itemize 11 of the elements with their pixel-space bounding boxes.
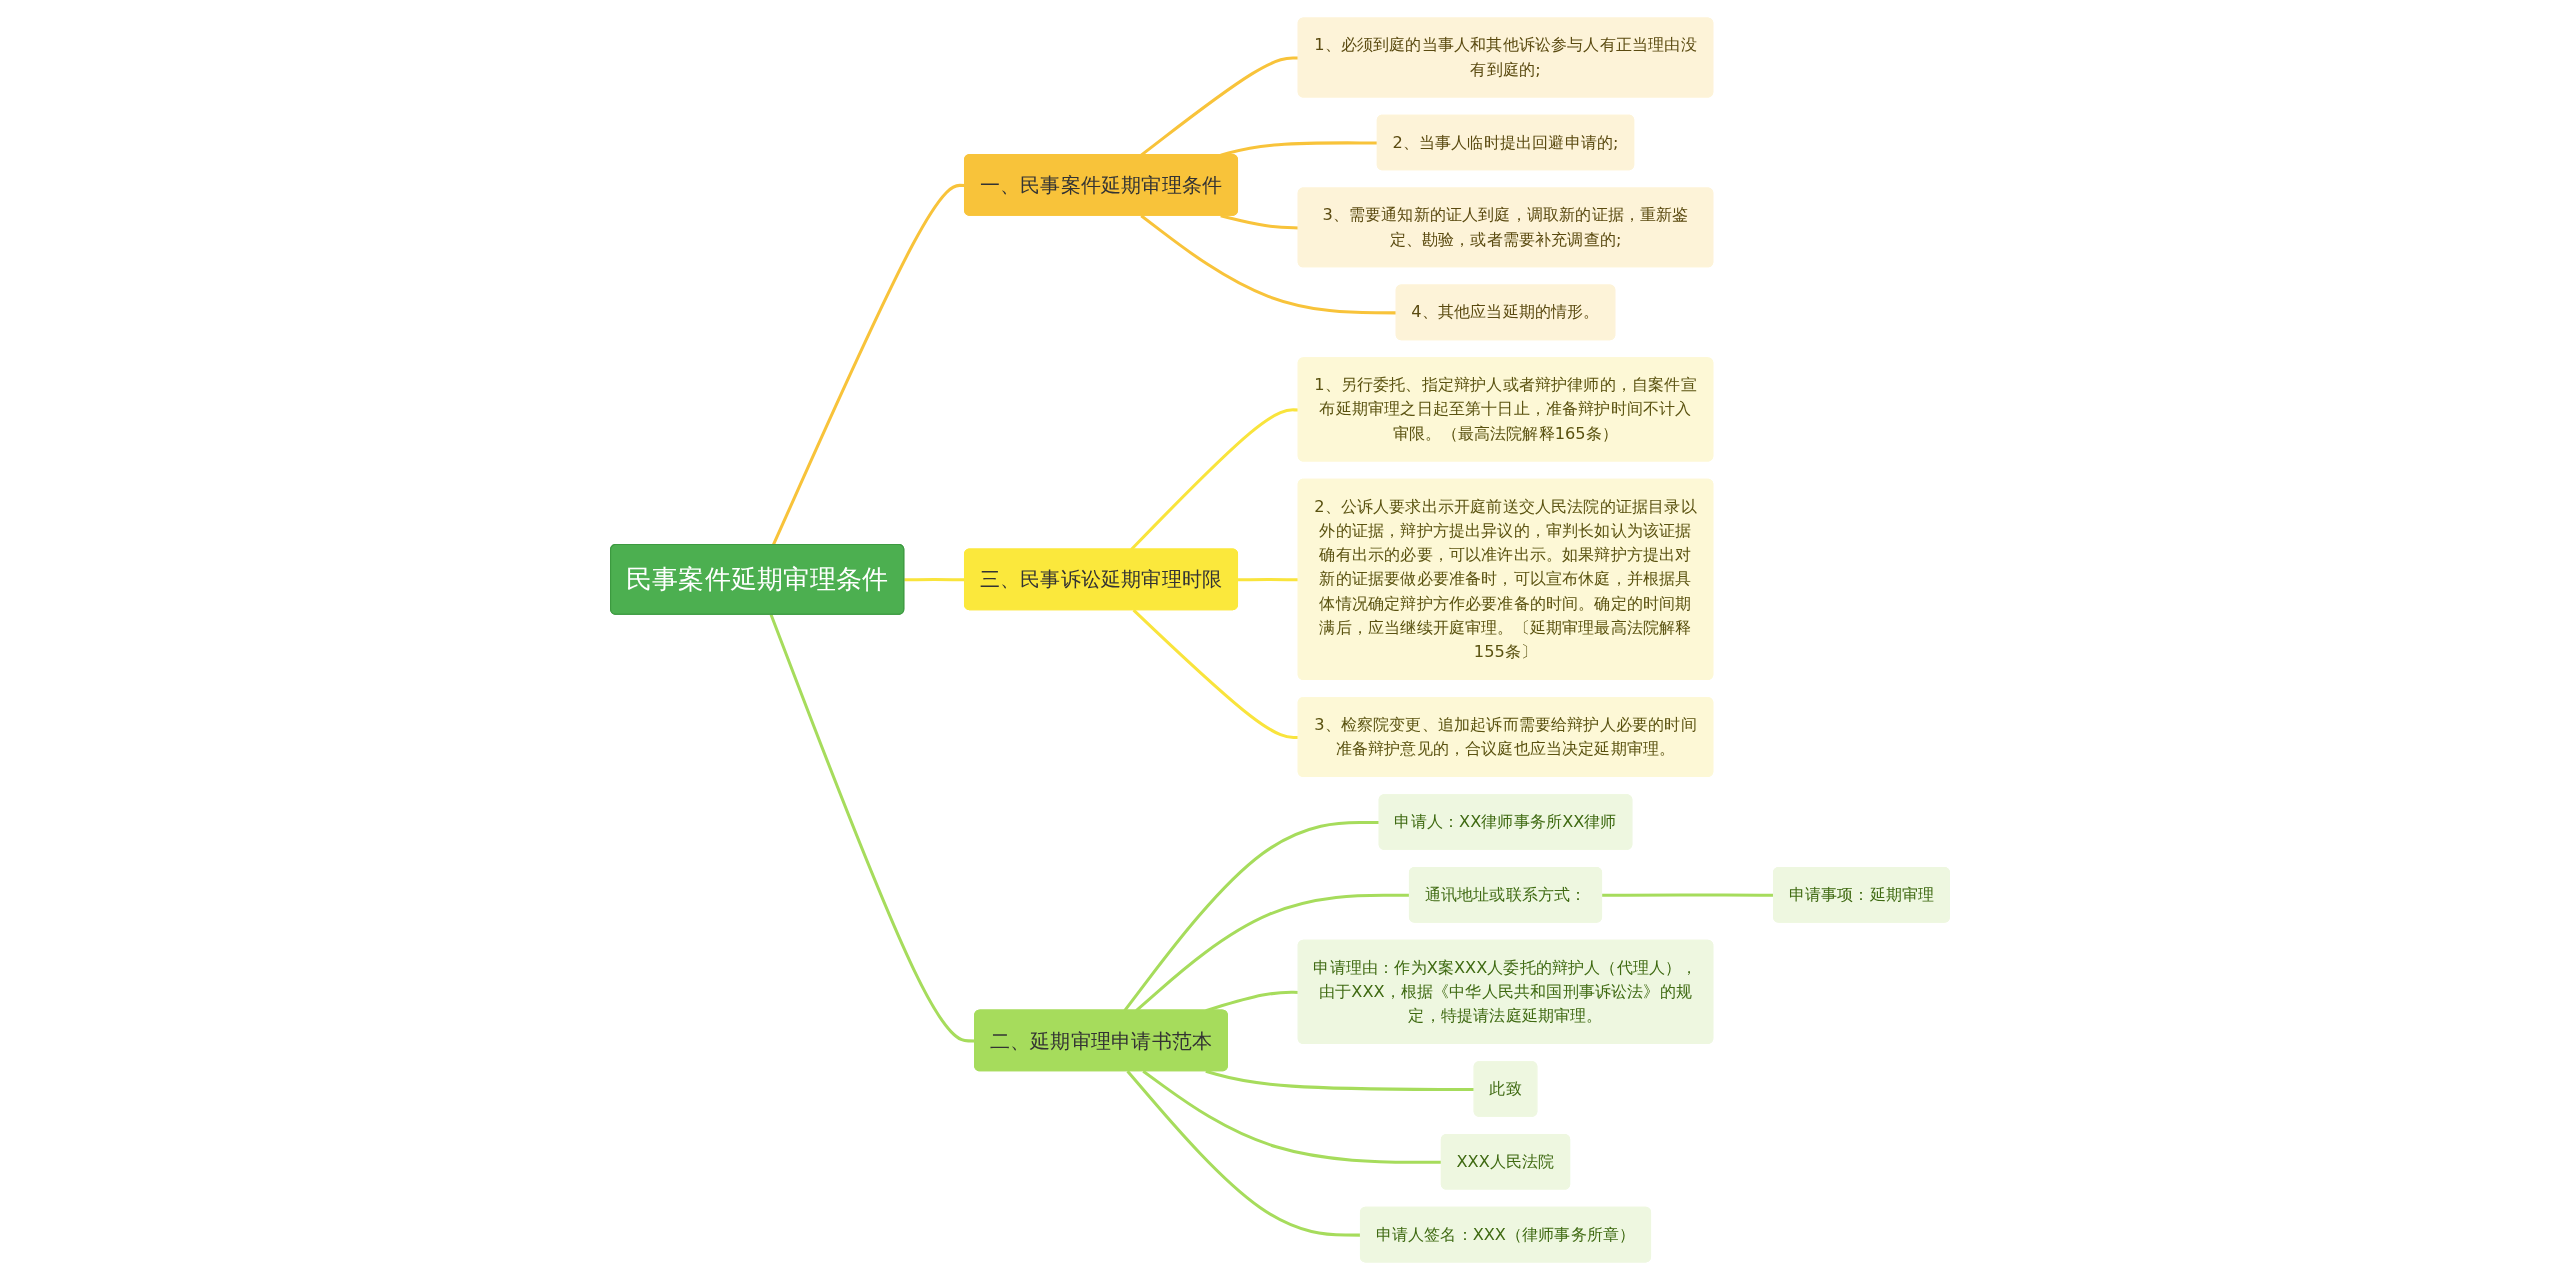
connector xyxy=(1123,820,1380,1012)
connector xyxy=(1140,214,1397,315)
connector xyxy=(1602,893,1774,897)
connector xyxy=(1126,1070,1361,1237)
connector xyxy=(1142,1070,1442,1164)
connector xyxy=(1132,609,1299,740)
connector xyxy=(1220,214,1299,230)
connector xyxy=(1220,141,1378,157)
connector xyxy=(1205,1069,1475,1091)
connector xyxy=(1238,577,1299,582)
connector xyxy=(1135,893,1410,1012)
